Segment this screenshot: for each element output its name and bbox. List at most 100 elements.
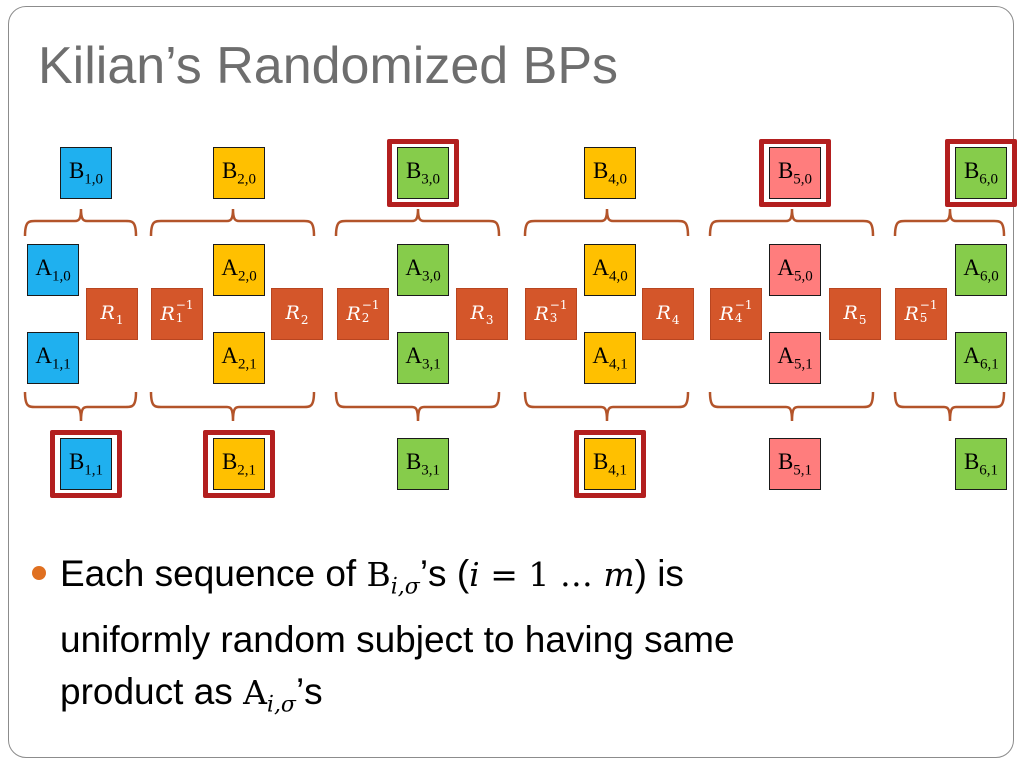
bullet-part4: product as bbox=[60, 670, 244, 712]
node-b-5-0: B5,0 bbox=[769, 147, 821, 199]
node-a-4-0: A4,0 bbox=[584, 244, 636, 296]
node-b-2-1: B2,1 bbox=[213, 438, 265, 490]
node-b-6-1: B6,1 bbox=[955, 438, 1007, 490]
node-b-3-1: B3,1 bbox=[397, 438, 449, 490]
node-b-4-0: B4,0 bbox=[584, 147, 636, 199]
node-b-6-0: B6,0 bbox=[955, 147, 1007, 199]
node-a-2-1-label: A2,1 bbox=[221, 342, 257, 373]
node-b-3-0: B3,0 bbox=[397, 147, 449, 199]
node-a-1-0: A1,0 bbox=[27, 244, 79, 296]
bullet-dot-icon bbox=[32, 566, 46, 580]
node-b-2-0: B2,0 bbox=[213, 147, 265, 199]
node-b-5-0-label: B5,0 bbox=[777, 157, 813, 188]
node-a-1-0-label: A1,0 bbox=[35, 254, 71, 285]
bullet-part5: ’s bbox=[295, 670, 323, 712]
highlight-frame-b-2-1 bbox=[203, 430, 275, 498]
r-matrix-1: R 1 bbox=[86, 288, 138, 340]
node-b-4-1-label: B4,1 bbox=[592, 448, 628, 479]
node-b-1-1: B1,1 bbox=[60, 438, 112, 490]
node-a-2-1: A2,1 bbox=[213, 332, 265, 384]
r-matrix-1-label: R 1 bbox=[100, 302, 124, 327]
node-b-5-1: B5,1 bbox=[769, 438, 821, 490]
highlight-frame-b-1-1 bbox=[50, 430, 122, 498]
node-b-6-0-label: B6,0 bbox=[963, 157, 999, 188]
node-a-4-1: A4,1 bbox=[584, 332, 636, 384]
r-matrix-3-label: R 3 bbox=[470, 302, 494, 327]
node-a-3-1-label: A3,1 bbox=[405, 342, 441, 373]
r-matrix-4-label: R 4 bbox=[656, 302, 680, 327]
brace-top-4 bbox=[523, 208, 690, 237]
node-b-4-0-label: B4,0 bbox=[592, 157, 628, 188]
node-a-5-1-label: A5,1 bbox=[777, 342, 813, 373]
bullet-part3: ) is bbox=[634, 553, 684, 594]
node-b-1-0-label: B1,0 bbox=[68, 157, 104, 188]
node-a-3-0: A3,0 bbox=[397, 244, 449, 296]
brace-bottom-5 bbox=[708, 391, 875, 422]
brace-bottom-4 bbox=[523, 391, 690, 422]
node-a-6-0-label: A6,0 bbox=[963, 254, 999, 285]
r-matrix-3: R 3 bbox=[456, 288, 508, 340]
node-a-5-0-label: A5,0 bbox=[777, 254, 813, 285]
node-a-3-0-label: A3,0 bbox=[405, 254, 441, 285]
node-a-5-1: A5,1 bbox=[769, 332, 821, 384]
node-a-6-1-label: A6,1 bbox=[963, 342, 999, 373]
brace-top-5 bbox=[708, 208, 875, 237]
node-b-5-1-label: B5,1 bbox=[777, 448, 813, 479]
bullet-part2: ’s ( bbox=[419, 553, 470, 594]
node-b-2-0-label: B2,0 bbox=[221, 157, 257, 188]
bullet-text: Each sequence of Bi,σ’s (i = 1 … m) is u… bbox=[60, 548, 735, 731]
bullet-part1: Each sequence of bbox=[60, 553, 367, 594]
highlight-frame-b-3-0 bbox=[387, 139, 459, 207]
r-matrix-5: R 5 bbox=[829, 288, 881, 340]
slide-frame bbox=[8, 6, 1014, 758]
node-b-4-1: B4,1 bbox=[584, 438, 636, 490]
bullet-b-var: B bbox=[366, 555, 391, 594]
bullet-a-sub: i,σ bbox=[266, 692, 296, 718]
highlight-frame-b-4-1 bbox=[574, 430, 646, 498]
node-a-6-0: A6,0 bbox=[955, 244, 1007, 296]
node-b-2-1-label: B2,1 bbox=[221, 448, 257, 479]
r-matrix-2-label: R 2 bbox=[285, 302, 309, 327]
bullet-line2: uniformly random subject to having same bbox=[60, 618, 735, 660]
node-b-3-0-label: B3,0 bbox=[405, 157, 441, 188]
brace-top-3 bbox=[334, 208, 501, 237]
node-b-3-1-label: B3,1 bbox=[405, 448, 441, 479]
node-a-2-0: A2,0 bbox=[213, 244, 265, 296]
highlight-frame-b-6-0 bbox=[945, 139, 1017, 207]
r-matrix-5-label: R 5 bbox=[843, 302, 867, 327]
brace-top-6 bbox=[893, 208, 1006, 237]
node-a-1-1-label: A1,1 bbox=[35, 342, 71, 373]
bullet-m-var: m bbox=[603, 555, 635, 594]
brace-top-2 bbox=[149, 208, 316, 237]
bullet-eq: = 1 … bbox=[479, 555, 604, 594]
r-matrix-4: R 4 bbox=[642, 288, 694, 340]
brace-bottom-6 bbox=[893, 391, 1006, 422]
highlight-frame-b-5-0 bbox=[759, 139, 831, 207]
bullet-b-sub: i,σ bbox=[390, 574, 420, 600]
node-b-1-1-label: B1,1 bbox=[68, 448, 104, 479]
node-b-6-1-label: B6,1 bbox=[963, 448, 999, 479]
r-matrix-2: R 2 bbox=[271, 288, 323, 340]
brace-bottom-1 bbox=[23, 391, 138, 422]
bullet-i-var: i bbox=[469, 555, 480, 594]
node-a-6-1: A6,1 bbox=[955, 332, 1007, 384]
node-a-5-0: A5,0 bbox=[769, 244, 821, 296]
slide-title: Kilian’s Randomized BPs bbox=[38, 37, 618, 95]
node-b-1-0: B1,0 bbox=[60, 147, 112, 199]
node-a-4-0-label: A4,0 bbox=[592, 254, 628, 285]
brace-top-1 bbox=[23, 208, 138, 237]
node-a-2-0-label: A2,0 bbox=[221, 254, 257, 285]
node-a-4-1-label: A4,1 bbox=[592, 342, 628, 373]
node-a-3-1: A3,1 bbox=[397, 332, 449, 384]
